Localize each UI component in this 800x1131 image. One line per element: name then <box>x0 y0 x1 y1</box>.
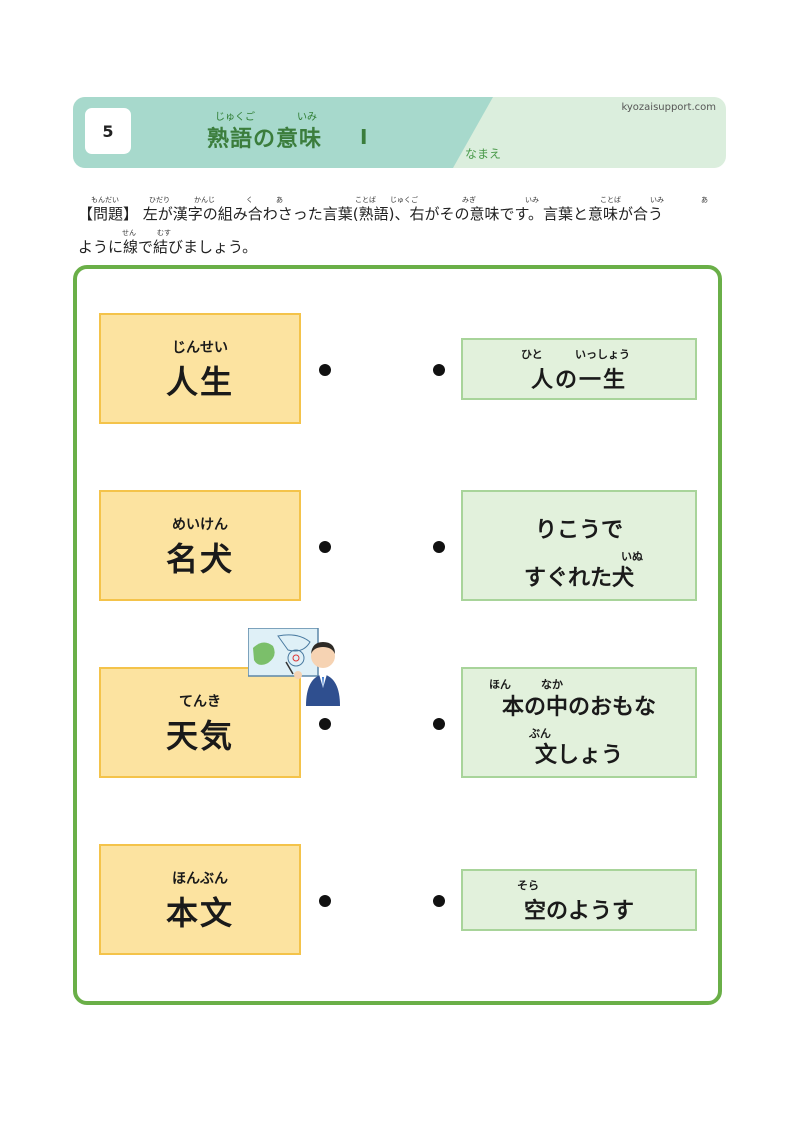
ruby: みぎ <box>462 196 476 204</box>
left-card-kanji: 人生 <box>165 363 234 401</box>
matching-frame <box>73 265 722 1005</box>
title-ruby-imi: いみ <box>297 112 317 123</box>
left-card-kanji: 天気 <box>165 717 234 755</box>
ruby: いみ <box>650 196 664 204</box>
header-teal-band <box>73 97 493 168</box>
left-card-jinsei: じんせい 人生 <box>99 313 301 424</box>
left-dot-1[interactable] <box>319 364 331 376</box>
ruby: ことば <box>355 196 376 204</box>
title-ruby-jukugo: じゅくご <box>215 112 255 123</box>
name-label: なまえ <box>465 147 502 161</box>
instruction-line-1: 【問題】 左が漢字の組み合わさった言葉(熟語)、右がその意味です。言葉と意味が合… <box>78 205 663 223</box>
title-suffix: I <box>360 125 368 149</box>
right-card-ruby: いぬ <box>621 550 643 563</box>
left-card-ruby: てんき <box>179 694 221 710</box>
ruby: いみ <box>525 196 539 204</box>
right-card-text: 空のようす <box>523 899 634 924</box>
left-dot-2[interactable] <box>319 541 331 553</box>
ruby: ひだり <box>149 196 170 204</box>
ruby: もんだい <box>91 196 119 204</box>
right-card-text: 文しょう <box>534 743 623 768</box>
ruby: かんじ <box>194 196 215 204</box>
right-card-ruby: なか <box>541 678 563 691</box>
left-card-ruby: じんせい <box>172 340 228 356</box>
left-card-honbun: ほんぶん 本文 <box>99 844 301 955</box>
ruby: あ <box>276 196 283 204</box>
worksheet-header: 5 じゅくご いみ 熟語の意味 I kyozaisupport.com なまえ <box>73 97 726 168</box>
weather-forecaster-illustration <box>248 628 340 706</box>
ruby: じゅくご <box>390 196 418 204</box>
left-card-ruby: めいけん <box>172 517 228 533</box>
ruby: むす <box>157 229 171 237</box>
right-card-3: ほん なか 本の中のおもな ぶん 文しょう <box>461 667 697 778</box>
right-dot-2[interactable] <box>433 541 445 553</box>
worksheet-number: 5 <box>85 108 131 154</box>
right-dot-1[interactable] <box>433 364 445 376</box>
left-dot-3[interactable] <box>319 718 331 730</box>
instruction-line-2: ように線で結びましょう。 <box>78 238 258 256</box>
left-card-kanji: 名犬 <box>165 540 234 578</box>
right-card-text: 本の中のおもな <box>501 695 656 720</box>
page-title: 熟語の意味 <box>207 127 323 152</box>
ruby: く <box>246 196 253 204</box>
right-card-ruby: ほん <box>489 678 511 691</box>
left-dot-4[interactable] <box>319 895 331 907</box>
right-card-text: りこうで <box>534 518 623 543</box>
right-card-ruby: いっしょう <box>575 348 630 361</box>
ruby: せん <box>122 229 136 237</box>
right-card-text: すぐれた犬 <box>523 566 634 591</box>
right-dot-3[interactable] <box>433 718 445 730</box>
left-card-tenki: てんき 天気 <box>99 667 301 778</box>
site-url: kyozaisupport.com <box>621 102 716 113</box>
ruby: ことば <box>600 196 621 204</box>
right-card-2: りこうで いぬ すぐれた犬 <box>461 490 697 601</box>
left-card-meiken: めいけん 名犬 <box>99 490 301 601</box>
left-card-ruby: ほんぶん <box>172 871 228 887</box>
right-dot-4[interactable] <box>433 895 445 907</box>
right-card-1: ひと いっしょう 人の一生 <box>461 338 697 400</box>
right-card-4: そら 空のようす <box>461 869 697 931</box>
left-card-kanji: 本文 <box>165 894 234 932</box>
ruby: あ <box>701 196 708 204</box>
right-card-ruby: ひと <box>521 348 543 361</box>
right-card-ruby: そら <box>517 879 539 892</box>
right-card-text: 人の一生 <box>530 368 627 393</box>
right-card-ruby: ぶん <box>529 727 551 740</box>
